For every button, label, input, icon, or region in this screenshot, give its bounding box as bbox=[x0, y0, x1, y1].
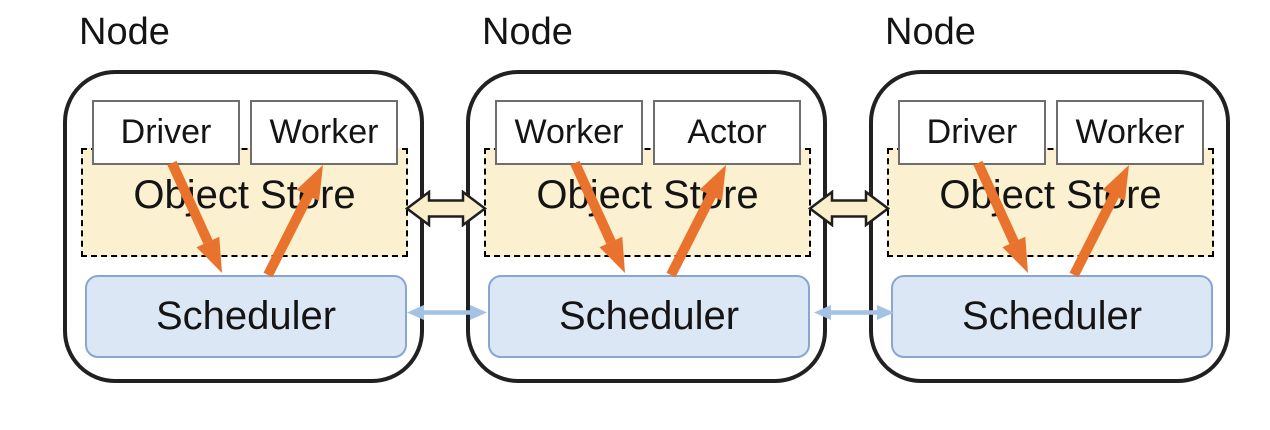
node-1: Node Object Store Driver Worker Schedule… bbox=[63, 0, 424, 400]
node-2-process-actor: Actor bbox=[653, 100, 801, 165]
node-2-scheduler: Scheduler bbox=[488, 275, 810, 358]
node-2-process-worker: Worker bbox=[495, 100, 643, 165]
scheduler-link-arrow-2 bbox=[814, 305, 894, 320]
process-label: Actor bbox=[687, 113, 767, 151]
object-store-label: Object Store bbox=[939, 173, 1162, 217]
process-label: Worker bbox=[1075, 113, 1185, 151]
node-1-process-worker: Worker bbox=[250, 100, 398, 165]
node-3-process-driver: Driver bbox=[898, 100, 1046, 165]
node-3-scheduler: Scheduler bbox=[891, 275, 1213, 358]
node-3: Node Object Store Driver Worker Schedule… bbox=[869, 0, 1230, 400]
node-1-scheduler: Scheduler bbox=[85, 275, 407, 358]
process-label: Worker bbox=[269, 113, 379, 151]
scheduler-link-arrow-1 bbox=[407, 305, 487, 320]
process-label: Driver bbox=[926, 113, 1018, 151]
node-2-box: Object Store Worker Actor Scheduler bbox=[466, 70, 827, 383]
node-1-label: Node bbox=[79, 11, 170, 53]
object-store-label: Object Store bbox=[133, 173, 356, 217]
object-store-label: Object Store bbox=[536, 173, 759, 217]
node-2-label: Node bbox=[482, 11, 573, 53]
scheduler-label: Scheduler bbox=[961, 294, 1143, 338]
node-2: Node Object Store Worker Actor Scheduler bbox=[466, 0, 827, 400]
object-store-link-arrow-2 bbox=[808, 190, 890, 227]
node-3-process-worker: Worker bbox=[1056, 100, 1204, 165]
scheduler-label: Scheduler bbox=[558, 294, 740, 338]
node-1-box: Object Store Driver Worker Scheduler bbox=[63, 70, 424, 383]
process-label: Driver bbox=[120, 113, 212, 151]
node-1-process-driver: Driver bbox=[92, 100, 240, 165]
object-store-link-arrow-1 bbox=[405, 190, 487, 227]
node-3-box: Object Store Driver Worker Scheduler bbox=[869, 70, 1230, 383]
node-3-label: Node bbox=[885, 11, 976, 53]
process-label: Worker bbox=[514, 113, 624, 151]
scheduler-label: Scheduler bbox=[155, 294, 337, 338]
